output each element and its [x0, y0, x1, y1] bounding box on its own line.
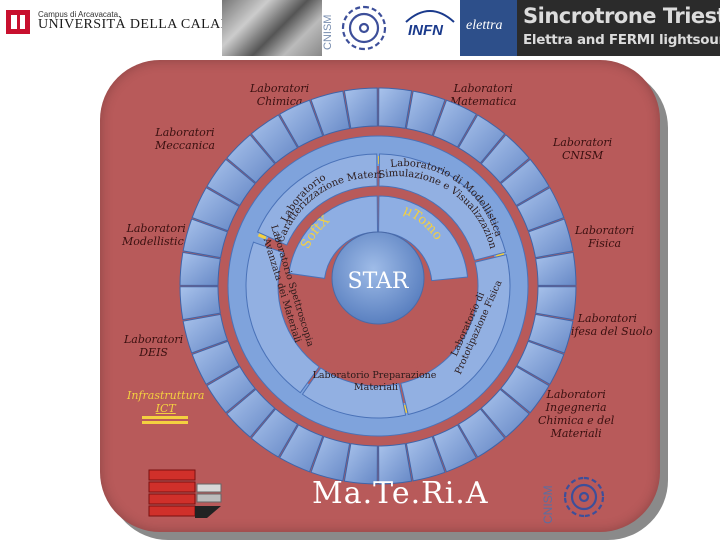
outer-segment — [378, 443, 413, 485]
people-photo — [222, 0, 322, 56]
middle-segment — [400, 254, 511, 416]
lab-stack-icon — [148, 469, 222, 518]
outer-segment — [191, 340, 240, 385]
outer-segment — [527, 313, 574, 354]
outer-segment — [516, 187, 565, 232]
outer-segment — [343, 443, 378, 485]
cnism-spiral-logo — [334, 0, 400, 56]
materia-brand: Ma.Te.Ri.A — [312, 476, 489, 511]
outer-segment — [535, 251, 577, 286]
sincrotrone-title: Sincrotrone Trieste — [523, 4, 720, 28]
outer-segment — [250, 114, 299, 164]
outer-ring — [179, 87, 577, 485]
outer-segment — [527, 218, 574, 259]
softx-segment — [288, 195, 379, 279]
outer-segment — [457, 114, 506, 164]
outer-segment — [226, 388, 276, 438]
middle-segment — [378, 153, 507, 261]
outer-segment — [480, 134, 530, 184]
outer-segment — [516, 340, 565, 385]
middle-segment — [256, 153, 378, 246]
outer-segment — [179, 251, 221, 286]
cnism-vertical-logo: CNISM — [322, 15, 334, 50]
outer-segment — [432, 424, 477, 473]
outer-segment — [226, 134, 276, 184]
infn-logo: INFN — [400, 0, 460, 56]
sincrotrone-logo: Sincrotrone Trieste Elettra and FERMI li… — [517, 0, 720, 56]
middle-segment — [245, 241, 320, 394]
outer-segment — [206, 158, 256, 207]
outer-segment — [405, 90, 446, 137]
svg-text:CNISM: CNISM — [541, 485, 555, 524]
star-label: STAR — [348, 269, 410, 294]
outer-segment — [182, 313, 229, 354]
mutomo-segment — [378, 195, 469, 282]
outer-segment — [535, 286, 577, 321]
sincrotrone-subtitle: Elettra and FERMI lightsources — [523, 32, 720, 48]
elettra-logo: elettra — [460, 0, 520, 56]
outer-segment — [500, 158, 550, 207]
middle-segment — [301, 367, 407, 419]
unical-mark-icon — [6, 10, 30, 34]
infn-text: INFN — [408, 22, 443, 39]
outer-segment — [457, 408, 506, 458]
cnism-spiral-icon — [563, 476, 605, 518]
outer-segment — [182, 218, 229, 259]
outer-segment — [405, 435, 446, 482]
outer-segment — [179, 286, 221, 321]
outer-segment — [432, 99, 477, 148]
outer-segment — [279, 424, 324, 473]
elettra-text: elettra — [466, 18, 503, 33]
svg-text:CNISM: CNISM — [322, 15, 334, 50]
header-logo-bar: Campus di Arcavacata UNIVERSITÀ DELLA CA… — [0, 0, 720, 58]
preparazione-label: Laboratorio Preparazione Materiali — [313, 370, 440, 393]
outer-segment — [500, 365, 550, 414]
outer-segment — [206, 365, 256, 414]
star-core — [331, 231, 425, 325]
outer-segment — [378, 87, 413, 129]
cnism-bottom-logo: CNISM — [541, 476, 605, 524]
outer-segment — [343, 87, 378, 129]
outer-segment — [480, 388, 530, 438]
outer-segment — [191, 187, 240, 232]
unical-campus: Campus di Arcavacata — [38, 10, 119, 19]
outer-segment — [250, 408, 299, 458]
infn-arc-icon — [405, 10, 455, 23]
outer-segment — [310, 90, 351, 137]
unical-name: UNIVERSITÀ DELLA CALABRIA — [38, 17, 256, 32]
outer-segment — [310, 435, 351, 482]
spiral-icon — [341, 5, 387, 51]
unical-logo: Campus di Arcavacata UNIVERSITÀ DELLA CA… — [0, 0, 255, 56]
ict-line-icon — [142, 416, 188, 424]
outer-segment — [279, 99, 324, 148]
